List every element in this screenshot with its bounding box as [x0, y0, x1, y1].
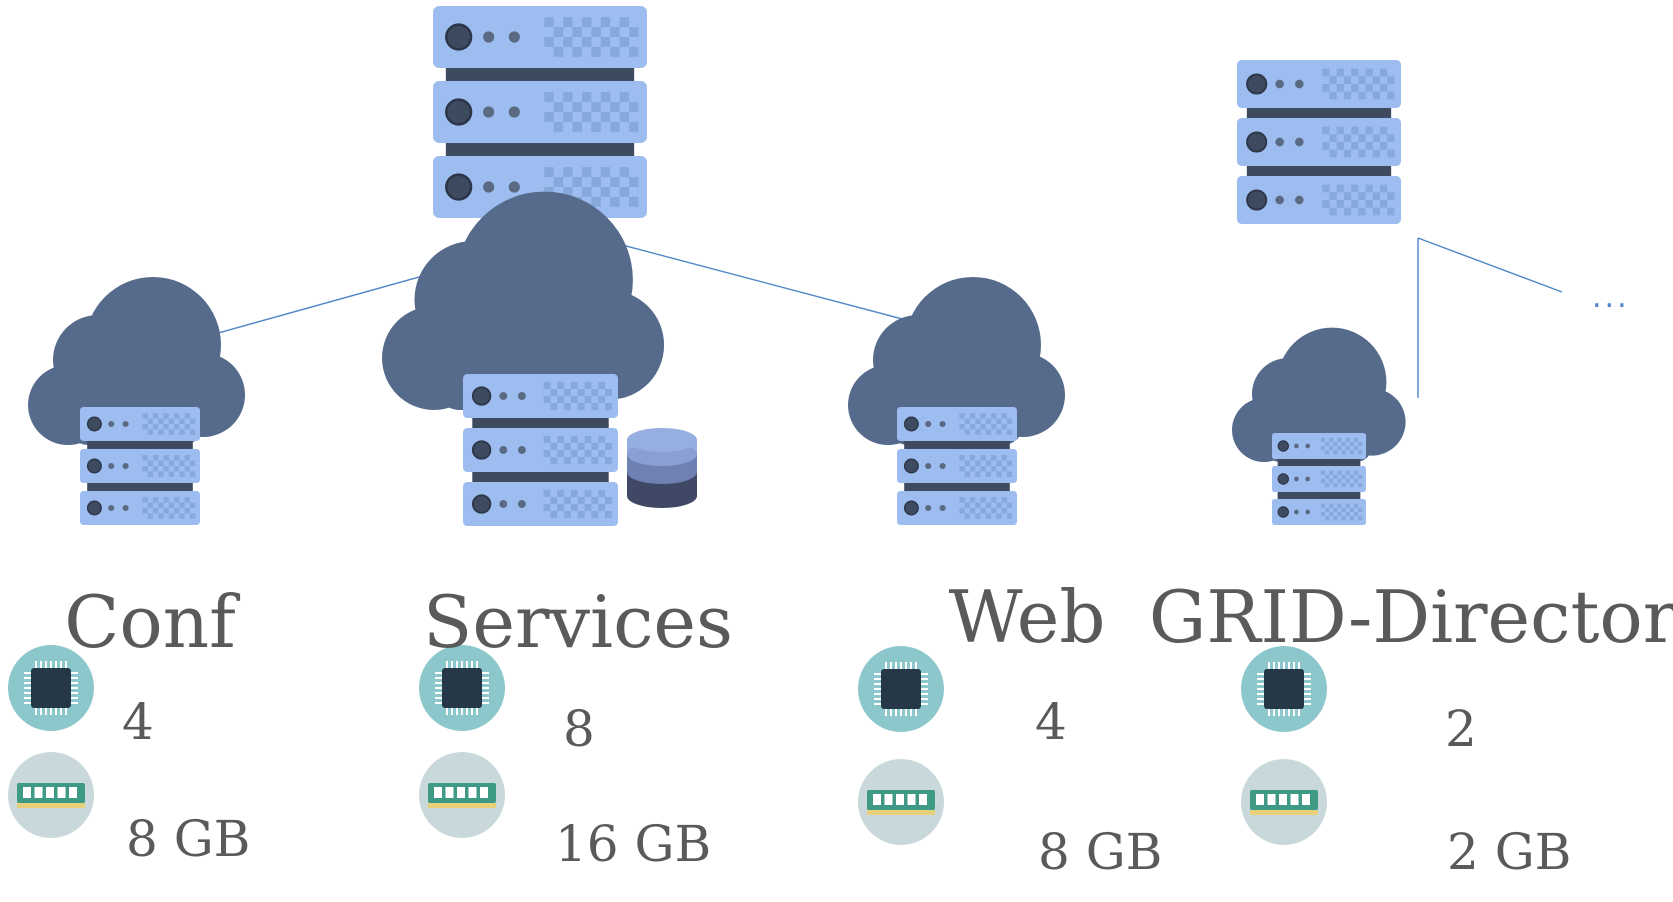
- cpu-chip-icon-web: [858, 646, 944, 732]
- ram-value-web: 8 GB: [1038, 823, 1163, 881]
- secondary-server-icon: [1237, 60, 1401, 224]
- cloud-server-rack-services: [463, 374, 618, 526]
- ram-module-icon-conf: [8, 752, 94, 838]
- cpu-chip-icon-grid-director: [1241, 646, 1327, 732]
- node-name-services: Services: [423, 580, 733, 664]
- cpu-value-services: 8: [563, 700, 595, 758]
- cpu-value-grid-director: 2: [1445, 700, 1477, 758]
- node-name-grid-director: GRID-Director: [1148, 575, 1673, 659]
- node-name-conf: Conf: [64, 580, 236, 664]
- cloud-server-icon-conf: [28, 277, 245, 525]
- cloud-server-icon-web: [848, 277, 1065, 525]
- cloud-server-rack-grid-director: [1272, 433, 1366, 525]
- cloud-server-rack-conf: [80, 407, 200, 525]
- ram-module-icon-services: [419, 752, 505, 838]
- ram-module-icon-web: [858, 759, 944, 845]
- connection-line-4: [1417, 237, 1563, 293]
- more-nodes-indicator: ...: [1592, 280, 1630, 315]
- cloud-server-rack-web: [897, 407, 1017, 525]
- cpu-value-conf: 4: [122, 693, 154, 751]
- cloud-server-icon-services: [382, 191, 697, 526]
- cpu-chip-icon-conf: [8, 645, 94, 731]
- database-icon: [627, 428, 697, 508]
- ram-value-services: 16 GB: [555, 815, 712, 873]
- cpu-chip-icon-services: [419, 645, 505, 731]
- ram-module-icon-grid-director: [1241, 759, 1327, 845]
- main-server-icon: [433, 6, 647, 218]
- ram-value-grid-director: 2 GB: [1447, 823, 1572, 881]
- cloud-server-icon-grid-director: [1232, 327, 1406, 525]
- ram-value-conf: 8 GB: [126, 810, 251, 868]
- cpu-value-web: 4: [1035, 693, 1067, 751]
- node-name-web: Web: [948, 575, 1106, 659]
